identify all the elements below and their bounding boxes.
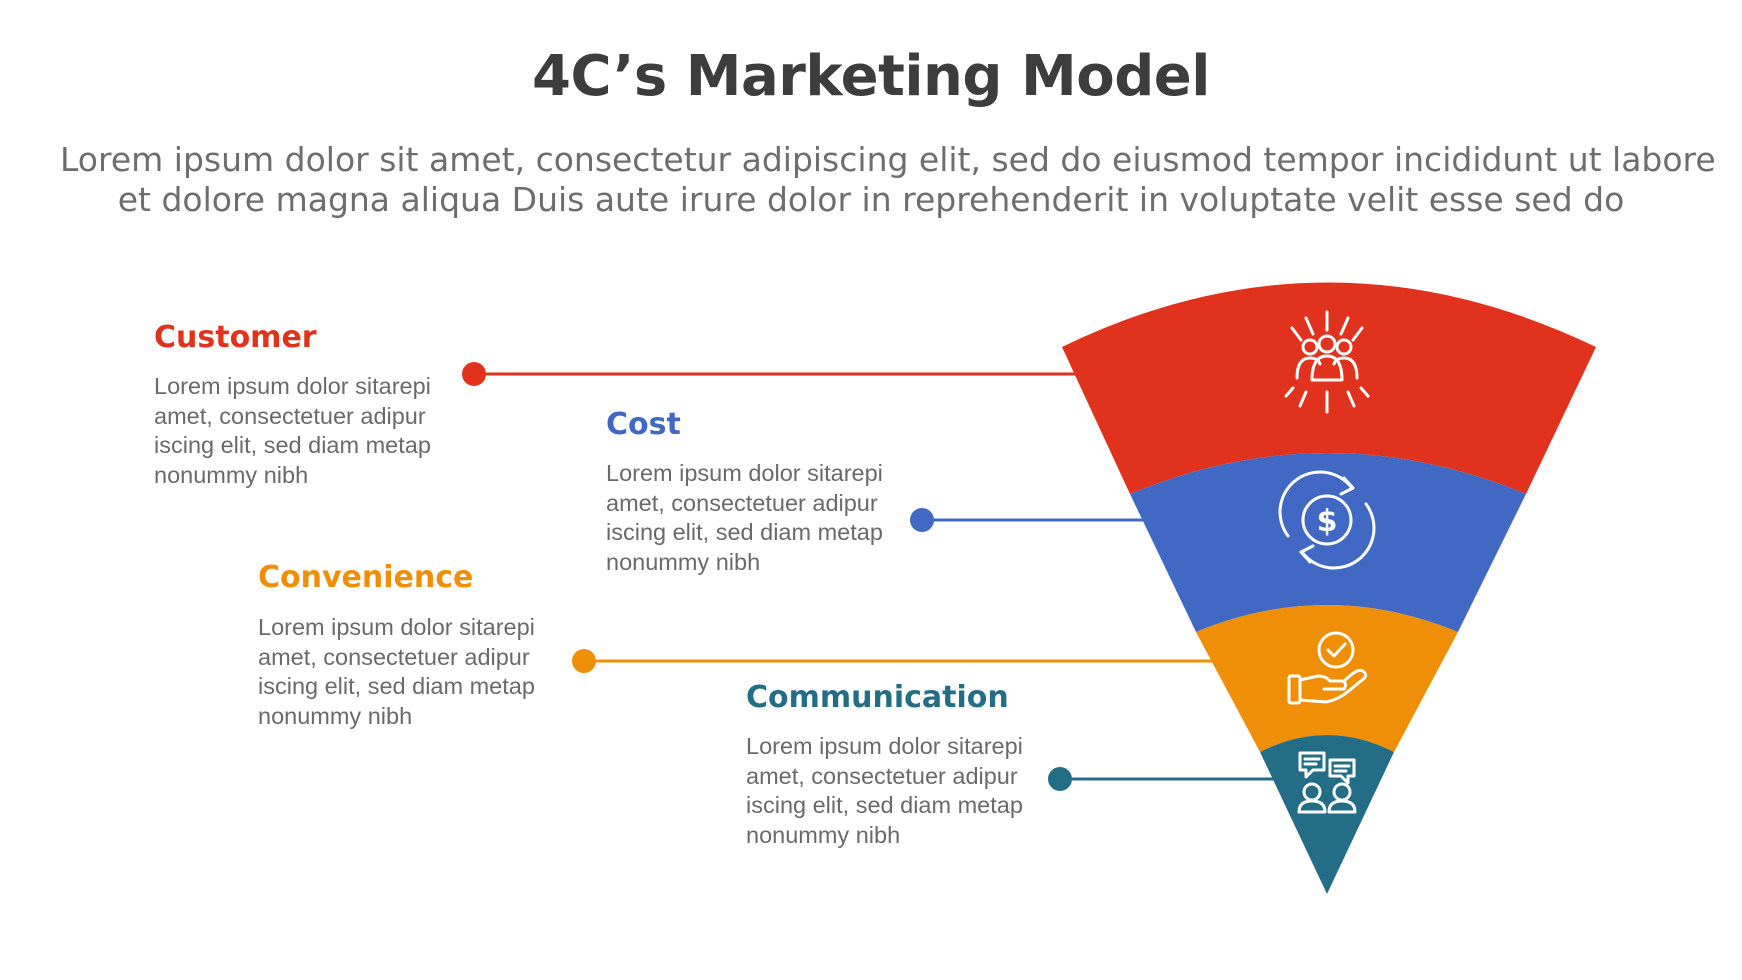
description-line: iscing elit, sed diam metap xyxy=(746,792,1023,818)
description-line: Lorem ipsum dolor sitarepi xyxy=(606,460,883,486)
description-line: amet, consectetuer adipur xyxy=(154,402,426,429)
description-line: nonummy nibh xyxy=(154,461,309,488)
description-line: amet, consectetuer adipur xyxy=(606,489,878,516)
page-subtitle: Lorem ipsum dolor sit amet, consectetur … xyxy=(60,140,1716,220)
connector-dot xyxy=(910,508,934,532)
people-group-icon xyxy=(1284,310,1370,414)
communication-title: Communication xyxy=(746,680,1009,715)
description-line: iscing elit, sed diam metap xyxy=(258,673,535,699)
funnel-segment-customer xyxy=(1062,282,1596,494)
svg-text:$: $ xyxy=(1317,504,1338,539)
subtitle-line: et dolore magna aliqua Duis aute irure d… xyxy=(117,180,1625,219)
description-line: amet, consectetuer adipur xyxy=(746,762,1018,789)
customer-title: Customer xyxy=(154,320,317,355)
description-line: Lorem ipsum dolor sitarepi xyxy=(154,373,431,399)
description-line: iscing elit, sed diam metap xyxy=(154,432,431,458)
description-line: nonummy nibh xyxy=(606,548,761,575)
cost-title: Cost xyxy=(606,407,681,442)
connector-convenience xyxy=(572,649,1218,673)
page-title: 4C’s Marketing Model xyxy=(532,44,1210,109)
customer-description: Lorem ipsum dolor sitarepi amet, consect… xyxy=(154,372,474,490)
description-line: Lorem ipsum dolor sitarepi xyxy=(258,614,535,640)
dollar-cycle-icon: $ xyxy=(1278,470,1376,570)
connector-dot xyxy=(572,649,596,673)
connector-customer xyxy=(462,362,1082,386)
convenience-title: Convenience xyxy=(258,560,474,595)
communication-description: Lorem ipsum dolor sitarepi amet, consect… xyxy=(746,732,1066,850)
connector-communication xyxy=(1048,767,1275,791)
connector-cost xyxy=(910,508,1150,532)
connector-dot xyxy=(1048,767,1072,791)
convenience-description: Lorem ipsum dolor sitarepi amet, consect… xyxy=(258,613,578,731)
description-line: nonummy nibh xyxy=(258,702,413,729)
people-chat-icon xyxy=(1297,751,1357,814)
description-line: amet, consectetuer adipur xyxy=(258,643,530,670)
description-line: Lorem ipsum dolor sitarepi xyxy=(746,733,1023,759)
connector-dot xyxy=(462,362,486,386)
subtitle-line: Lorem ipsum dolor sit amet, consectetur … xyxy=(60,140,1716,179)
funnel-segment-communication xyxy=(1260,735,1394,894)
hand-check-icon xyxy=(1287,631,1368,705)
cost-description: Lorem ipsum dolor sitarepi amet, consect… xyxy=(606,459,926,577)
description-line: nonummy nibh xyxy=(746,821,901,848)
description-line: iscing elit, sed diam metap xyxy=(606,519,883,545)
